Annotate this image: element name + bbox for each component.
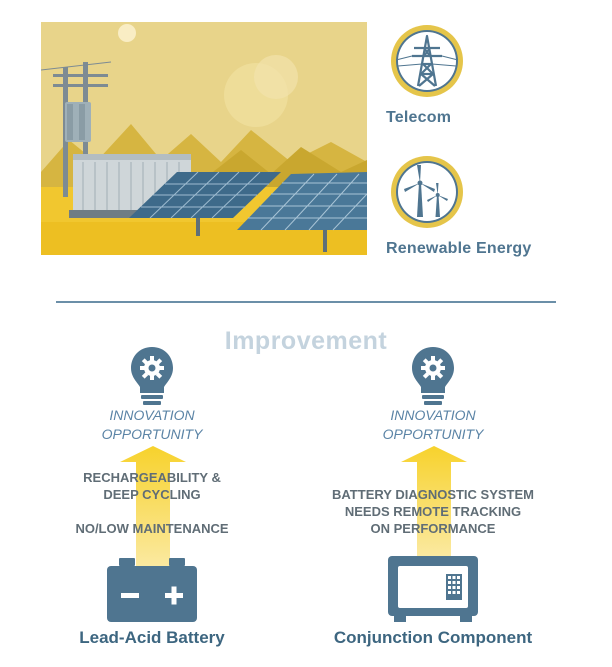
innovation-opportunity-label: INNOVATION OPPORTUNITY <box>382 407 484 442</box>
section-title: Improvement <box>224 327 388 355</box>
sun-icon <box>118 24 136 42</box>
lightbulb-gear-icon <box>412 347 454 405</box>
component-label: Conjunction Component <box>333 628 533 647</box>
solar-panel <box>237 172 367 230</box>
sector-label-renewable-energy: Renewable Energy <box>386 240 532 257</box>
component-label: Lead-Acid Battery <box>79 628 225 647</box>
section-divider <box>56 301 556 303</box>
upward-arrow <box>120 446 186 566</box>
feature-text: RECHARGEABILITY & DEEP CYCLING <box>83 470 221 502</box>
innovation-opportunity-label: INNOVATION OPPORTUNITY <box>101 407 203 442</box>
solar-substation-illustration <box>41 22 367 255</box>
transmission-tower-icon <box>391 25 463 97</box>
lightbulb-gear-icon <box>131 347 173 405</box>
monitor-device-icon <box>388 556 478 622</box>
sector-label-telecom: Telecom <box>386 109 452 126</box>
wind-turbine-icon <box>391 156 463 228</box>
upward-arrow <box>401 446 467 556</box>
feature-text: BATTERY DIAGNOSTIC SYSTEM NEEDS REMOTE T… <box>332 487 534 536</box>
battery-icon <box>107 558 197 622</box>
feature-text: NO/LOW MAINTENANCE <box>75 521 229 536</box>
